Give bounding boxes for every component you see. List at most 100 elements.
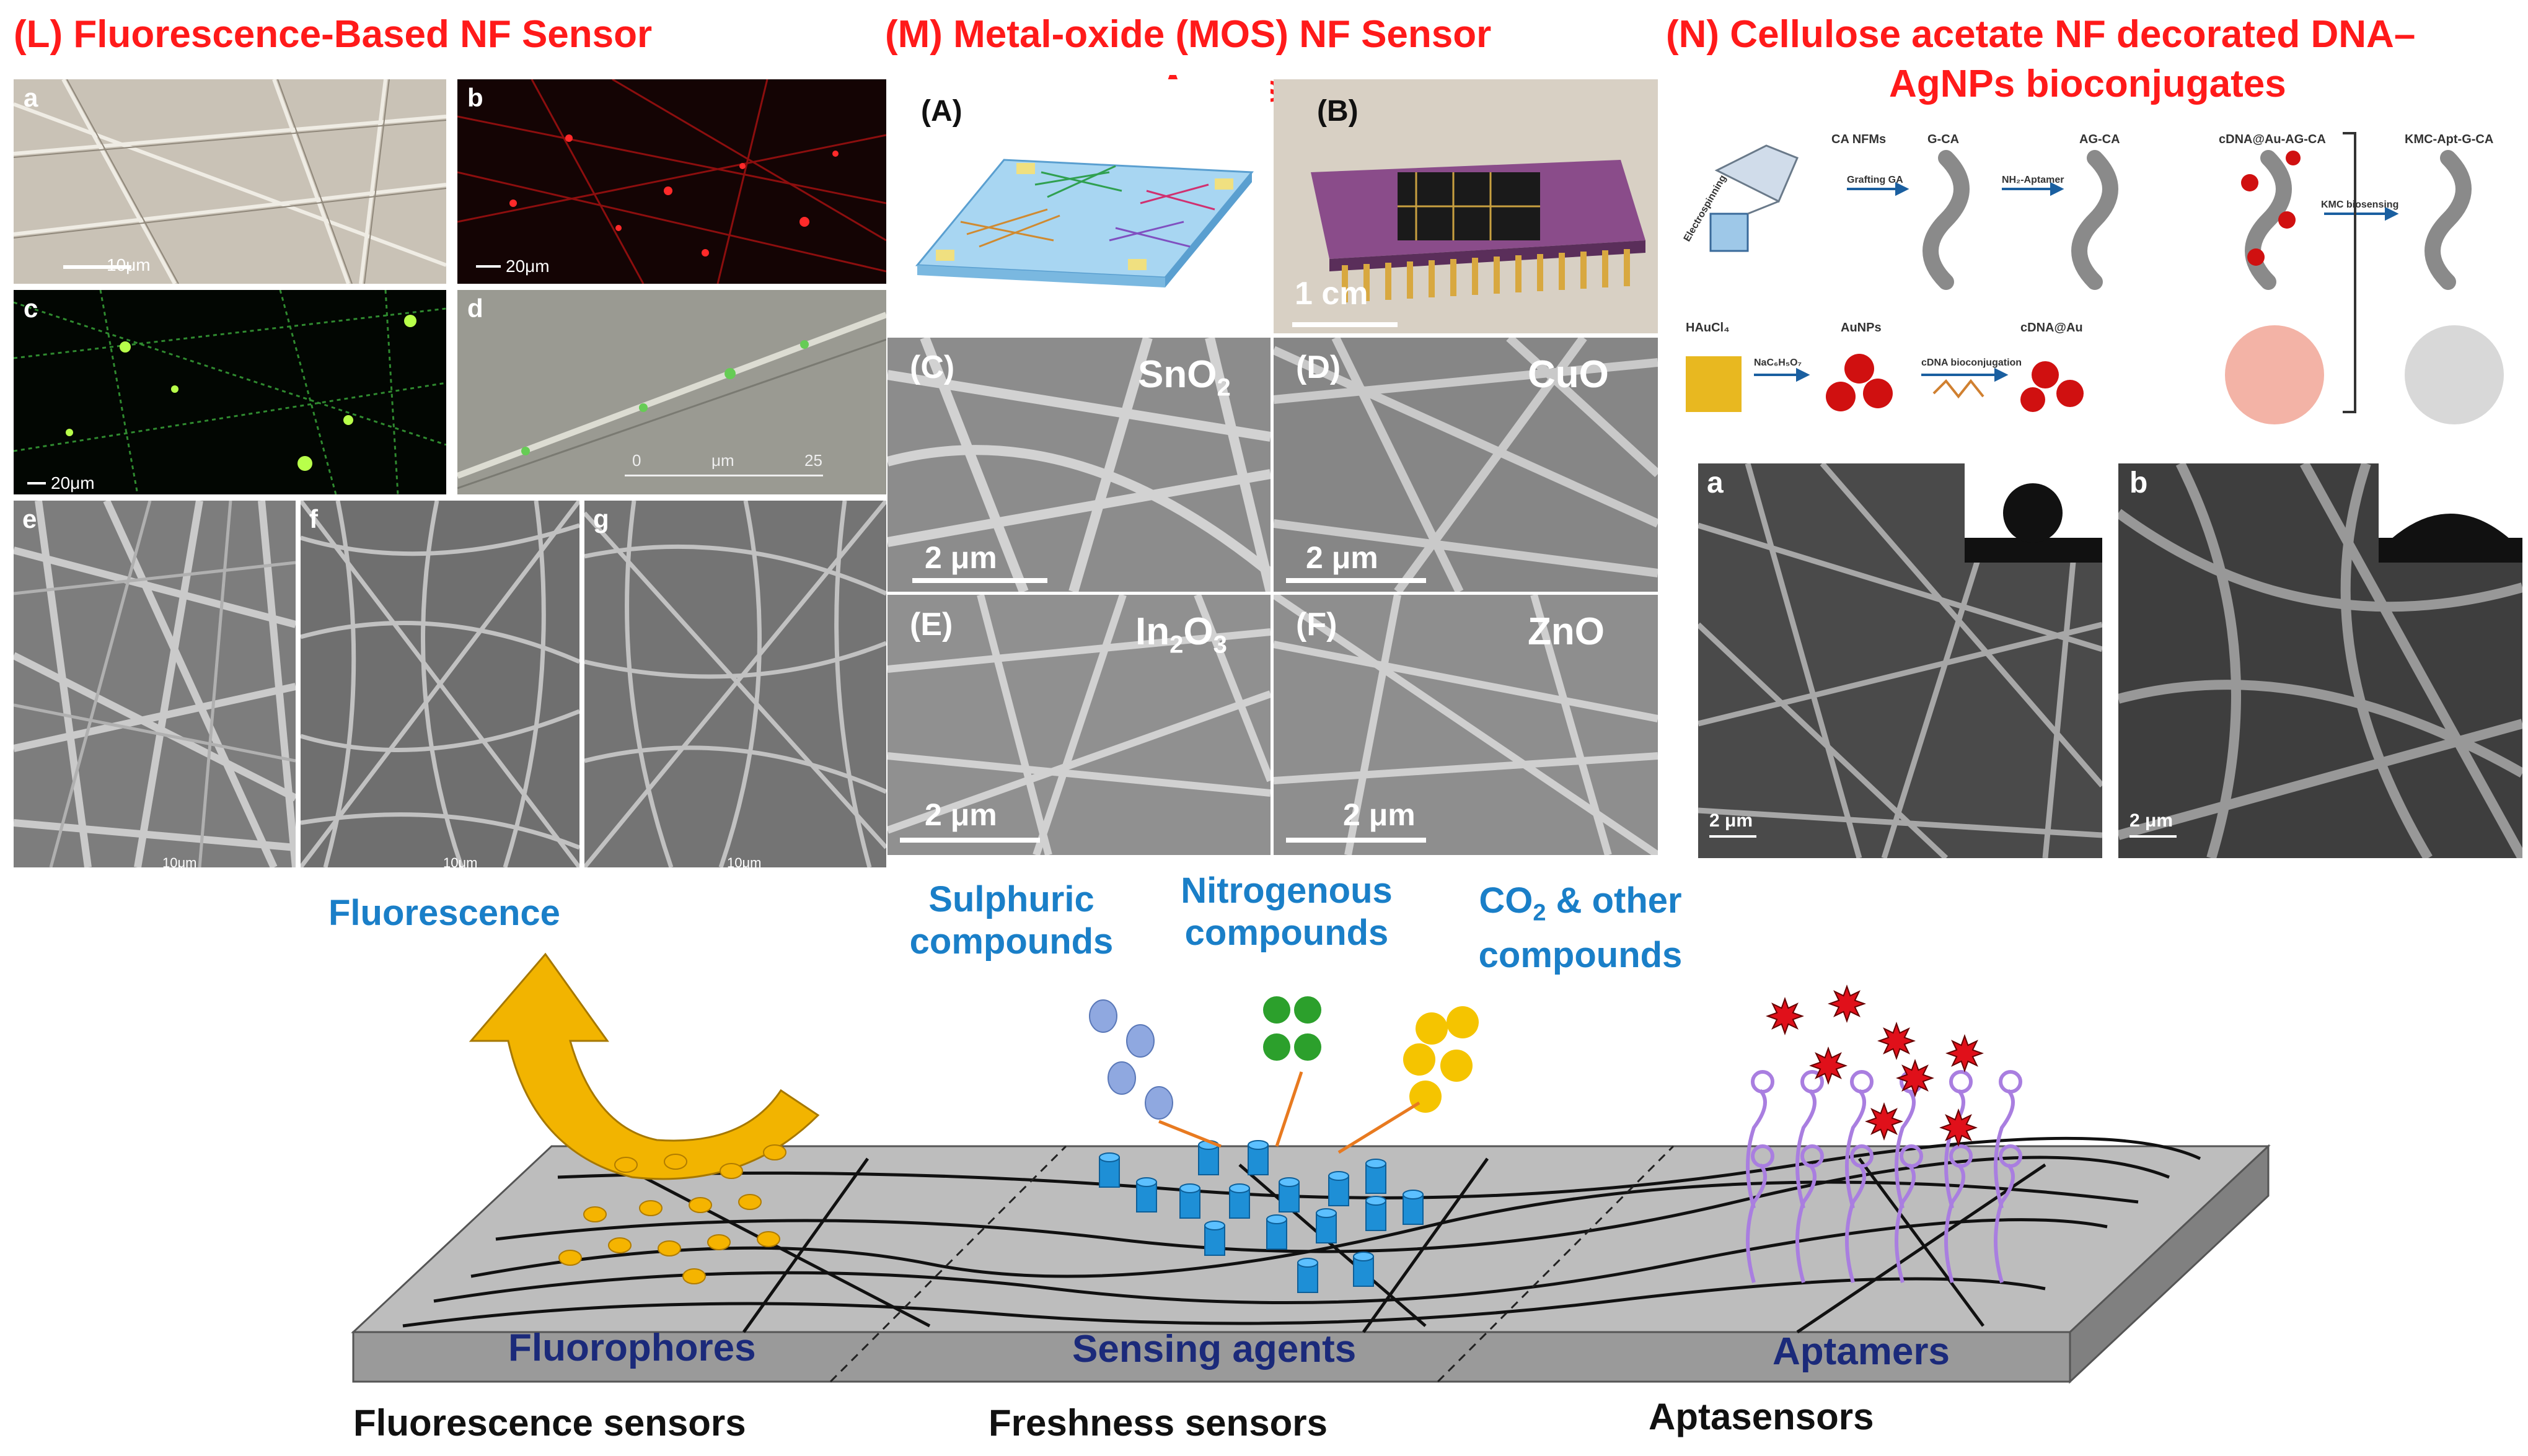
- label-sulphuric-line2: compounds: [909, 921, 1114, 962]
- material-label-D: CuO: [1528, 353, 1609, 396]
- sublabel-e: e: [22, 504, 37, 533]
- sem-N-a: a 2 μm: [1698, 463, 2102, 858]
- scale-bar: [625, 475, 823, 476]
- scale-label-F: 2 μm: [1343, 797, 1416, 832]
- nanofiber-drawing: [887, 338, 1271, 592]
- scheme-text-g-ca: G-CA: [1927, 133, 1959, 146]
- material-label-F: ZnO: [1528, 610, 1605, 653]
- sem-M-C-SnO2: (C) SnO2 2 μm: [887, 338, 1271, 592]
- micrograph-L-g: g 10μm: [584, 501, 886, 867]
- scale-label-d-end: 25: [804, 451, 822, 470]
- nanofiber-mesh: [1698, 463, 2102, 858]
- fiber-lines: [14, 79, 446, 284]
- nanofiber-drawing: [887, 595, 1271, 855]
- sublabel-c: c: [24, 294, 38, 323]
- slab-side: [2069, 1144, 2270, 1384]
- droplet-drawing: [1965, 483, 2102, 563]
- chip-drawing: [1311, 160, 1645, 302]
- label-nitrogenous-line1: Nitrogenous: [1181, 871, 1393, 911]
- nanofiber-drawing: [1274, 338, 1658, 592]
- sublabel-N-b: b: [2129, 467, 2148, 499]
- scale-bar: [1286, 838, 1426, 843]
- scale-label-f: 10μm: [443, 855, 478, 867]
- sublabel-N-a: a: [1707, 467, 1724, 499]
- scale-label-N-a: 2 μm: [1709, 810, 1753, 831]
- fiber-mesh: [301, 501, 579, 867]
- sublabel-b: b: [467, 83, 483, 112]
- scale-label-d-unit: μm: [711, 451, 734, 470]
- scale-label-E: 2 μm: [925, 797, 997, 832]
- label-sulphuric: Sulphuric compounds: [906, 879, 1117, 963]
- fiber-mesh: [584, 501, 886, 867]
- scale-label-c: 20μm: [51, 473, 95, 493]
- panel-M-B-photo: (B) 1 cm: [1274, 79, 1658, 333]
- contact-angle-inset: [1965, 463, 2102, 563]
- scheme-text-ag-ca: AG-CA: [2079, 133, 2120, 146]
- scheme-text-nac: NaC₆H₅O₇: [1754, 357, 1802, 368]
- bottom-label-fluorescence-sensors: Fluorescence sensors: [353, 1402, 746, 1444]
- contact-angle-inset: [2379, 463, 2522, 563]
- material-label-E: In2O3: [1135, 610, 1227, 659]
- label-D: (D): [1296, 349, 1341, 385]
- fiber-lines: [457, 312, 886, 489]
- label-sulphuric-line1: Sulphuric: [928, 879, 1094, 919]
- micrograph-L-c: c 20μm: [14, 290, 446, 494]
- scale-label-e: 10μm: [162, 855, 197, 867]
- scale-bar: [1292, 322, 1398, 327]
- title-panel-N-line1: (N) Cellulose acetate NF decorated DNA–: [1666, 13, 2416, 56]
- fabrication-scheme: CA NFMs Electrospinning Grafting GA G-CA…: [1682, 132, 2504, 424]
- label-F: (F): [1296, 607, 1337, 642]
- title-panel-L: (L) Fluorescence-Based NF Sensor: [14, 13, 653, 56]
- bottom-label-freshness-sensors: Freshness sensors: [989, 1402, 1328, 1444]
- panel-M-A-schematic: (A): [892, 79, 1271, 333]
- sem-M-F-ZnO: (F) ZnO 2 μm: [1274, 595, 1658, 855]
- scale-label-C: 2 μm: [925, 540, 997, 575]
- sublabel-a: a: [24, 83, 38, 112]
- scale-bar: [1286, 578, 1426, 583]
- fiber-mesh: [14, 501, 296, 867]
- scale-bar: [27, 482, 46, 485]
- panel-N-scheme: CA NFMs Electrospinning Grafting GA G-CA…: [1673, 121, 2528, 455]
- sensor-array-drawing: [915, 159, 1254, 287]
- sem-M-E-In2O3: (E) In2O3 2 μm: [887, 595, 1271, 855]
- droplet-drawing: [2379, 514, 2522, 563]
- fluorescence-arrow: [469, 952, 820, 1180]
- micrograph-L-d: d 0 μm 25: [457, 290, 886, 494]
- scale-label-b: 20μm: [506, 257, 550, 276]
- label-co2: CO2 & other compounds: [1456, 880, 1704, 976]
- label-co2-line2: compounds: [1478, 934, 1683, 975]
- slab-label-sensing-agents: Sensing agents: [1072, 1328, 1357, 1370]
- slab-label-fluorophores: Fluorophores: [508, 1327, 756, 1369]
- scale-label-g: 10μm: [727, 855, 762, 867]
- scale-bar: [2129, 835, 2177, 838]
- scale-label-D: 2 μm: [1306, 540, 1378, 575]
- micrograph-L-a: a 10μm: [14, 79, 446, 284]
- micrograph-L-e: e 10μm: [14, 501, 296, 867]
- label-nitrogenous-line2: compounds: [1184, 913, 1389, 953]
- sensor-slab-illustration: [351, 952, 2271, 1384]
- sublabel-f: f: [309, 504, 318, 533]
- scheme-text-grafting: Grafting GA: [1847, 175, 1903, 185]
- label-nitrogenous: Nitrogenous compounds: [1169, 870, 1404, 954]
- scheme-text-cdna-bioconjugation: cDNA bioconjugation: [1921, 357, 2022, 368]
- micrograph-L-b: b 20μm: [457, 79, 886, 284]
- chip-scale-label: 1 cm: [1295, 276, 1368, 312]
- scale-bar: [912, 578, 1047, 583]
- title-panel-N-line2: AgNPs bioconjugates: [1889, 63, 2286, 105]
- scale-label-d-start: 0: [632, 451, 641, 470]
- sem-M-D-CuO: (D) CuO 2 μm: [1274, 338, 1658, 592]
- scale-bar: [900, 838, 1040, 843]
- scheme-text-kmc-apt-g-ca: KMC-Apt-G-CA: [2405, 133, 2493, 146]
- scheme-text-haucl4: HAuCl₄: [1686, 321, 1730, 335]
- scale-label-a: 10μm: [107, 255, 151, 274]
- scheme-text-aunps: AuNPs: [1841, 321, 1882, 335]
- material-label-C: SnO2: [1138, 353, 1231, 401]
- fiber-lines: [457, 79, 886, 284]
- label-A: (A): [921, 95, 962, 128]
- scheme-text-nh2-aptamer: NH₂-Aptamer: [2002, 175, 2064, 185]
- scheme-text-cdna-au-ag-ca: cDNA@Au-AG-CA: [2219, 133, 2326, 146]
- label-B: (B): [1317, 95, 1359, 128]
- sublabel-d: d: [467, 294, 483, 323]
- nanofiber-network: [402, 1136, 2201, 1334]
- scale-bar: [1709, 835, 1756, 838]
